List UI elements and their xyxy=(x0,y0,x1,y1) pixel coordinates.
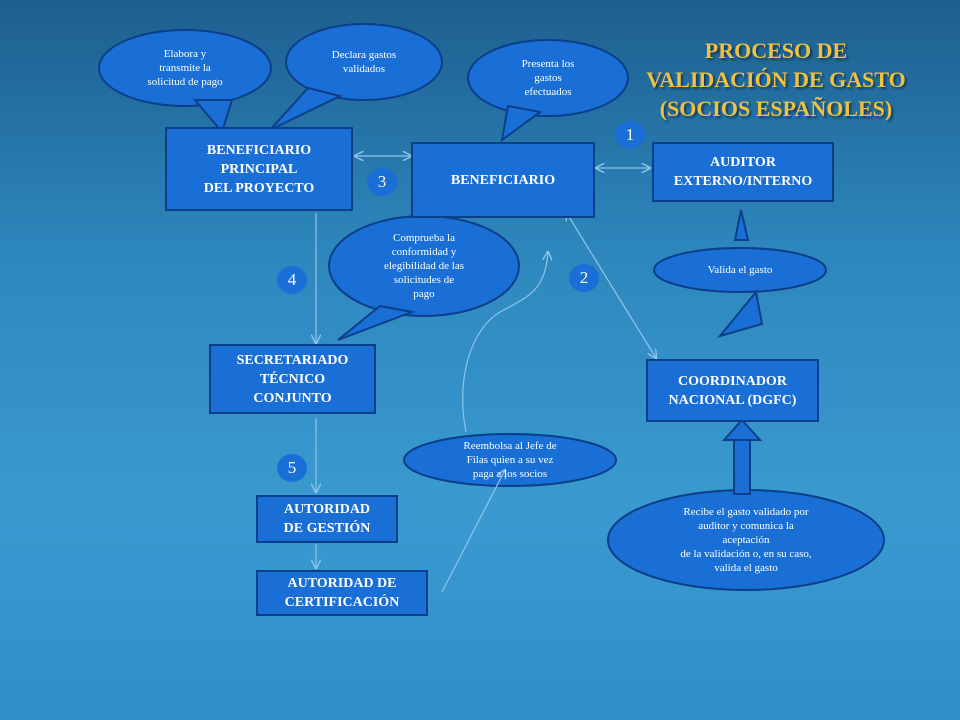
bubble-presenta-shape xyxy=(467,39,629,143)
bubble-declara-shape xyxy=(269,23,443,131)
box-autoridad-certificacion: AUTORIDAD DE CERTIFICACIÓN xyxy=(256,570,428,616)
step-number-2: 2 xyxy=(569,264,599,292)
box-auditor: AUDITOR EXTERNO/INTERNO xyxy=(652,142,834,202)
step-number-1: 1 xyxy=(615,121,645,149)
bubble-elabora-shape xyxy=(98,29,272,135)
bubble-elabora-text: Elabora y transmite la solicitud de pago xyxy=(147,48,223,88)
bubble-reembolsa-text: Reembolsa al Jefe de Filas quien a su ve… xyxy=(463,440,557,480)
arrow-reembolsa-beneficiario xyxy=(462,252,548,433)
box-autoridad-gestion: AUTORIDAD DE GESTIÓN xyxy=(256,495,398,543)
step-number-5: 5 xyxy=(277,454,307,482)
bubble-reembolsa-shape xyxy=(403,433,617,487)
box-beneficiario-principal: BENEFICIARIO PRINCIPAL DEL PROYECTO xyxy=(165,127,353,211)
bubble-recibe-text: Recibe el gasto validado por auditor y c… xyxy=(680,506,812,574)
box-secretariado: SECRETARIADO TÉCNICO CONJUNTO xyxy=(209,344,376,414)
arrow-beneficiario-coordinador xyxy=(566,212,656,358)
diagram-title: PROCESO DE VALIDACIÓN DE GASTO (SOCIOS E… xyxy=(646,38,906,121)
bubble-comprueba-text: Comprueba la conformidad y elegibilidad … xyxy=(383,232,465,300)
box-beneficiario: BENEFICIARIO xyxy=(411,142,595,218)
bubble-valida-text: Valida el gasto xyxy=(707,264,773,276)
box-coordinador: COORDINADOR NACIONAL (DGFC) xyxy=(646,359,819,422)
step-number-4: 4 xyxy=(277,266,307,294)
bubble-presenta-text: Presenta los gastos efectuados xyxy=(521,58,575,98)
up-arrow-coordinador xyxy=(721,418,763,495)
bubble-declara-text: Declara gastos validados xyxy=(331,49,397,75)
bubble-valida-shape xyxy=(653,209,827,338)
step-number-3: 3 xyxy=(367,168,397,196)
arrow-certificacion-reembolsa xyxy=(441,470,505,593)
